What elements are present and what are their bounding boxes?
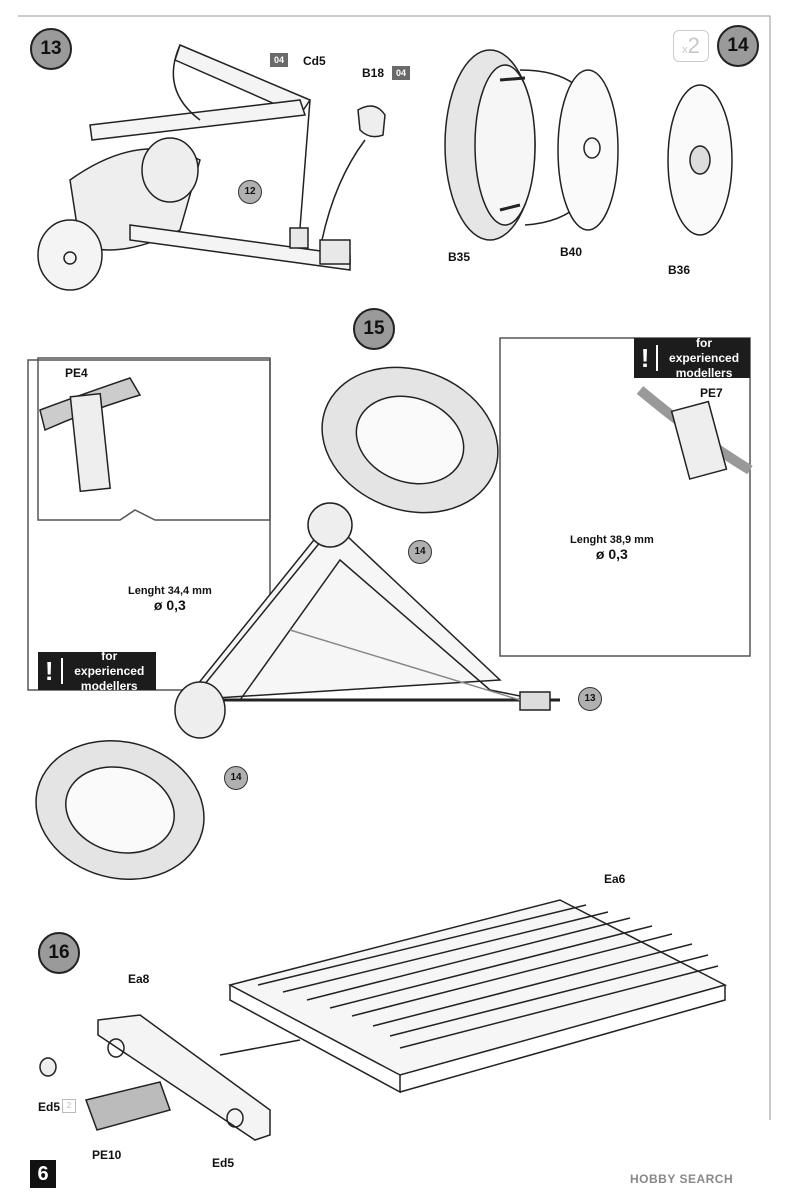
part-label-pe4: PE4 [65, 366, 88, 380]
wire-measurement: Lenght 38,9 mm ø 0,3 [570, 534, 654, 562]
ref-12-badge: 12 [238, 180, 262, 204]
part-label-ed5: Ed5 [38, 1100, 61, 1114]
part-label-b35: B35 [448, 250, 471, 264]
step15-chassis-drawing [35, 366, 560, 881]
part-label-pe7: PE7 [700, 386, 723, 400]
paint-tag: 04 [270, 53, 289, 67]
ref-13-badge: 13 [578, 687, 602, 711]
step-16-badge: 16 [38, 932, 80, 974]
part-label-b40: B40 [560, 245, 583, 259]
page-number: 6 [30, 1160, 56, 1188]
step14-wheel-drawing [444, 49, 733, 241]
step16-floor-drawing [39, 899, 728, 1141]
quantity-multiplier-small: 2 [62, 1099, 76, 1113]
part-label-cd5: Cd5 [303, 54, 326, 68]
step-13-badge: 13 [30, 28, 72, 70]
part-label-ea8: Ea8 [128, 972, 150, 986]
quantity-multiplier: x2 [673, 30, 709, 62]
ref-14-badge: 14 [224, 766, 248, 790]
part-label-ea6: Ea6 [604, 872, 626, 886]
step-14-badge: 14 [717, 25, 759, 67]
part-label-b36: B36 [668, 263, 691, 277]
paint-tag: 04 [392, 66, 411, 80]
step-15-badge: 15 [353, 308, 395, 350]
part-label-pe10: PE10 [92, 1148, 122, 1162]
ref-14-badge: 14 [408, 540, 432, 564]
part-label-ed5: Ed5 [212, 1156, 235, 1170]
step13-axle-drawing [37, 43, 386, 291]
watermark: HOBBY SEARCH [630, 1172, 734, 1186]
part-label-b18: B18 [362, 66, 385, 80]
wire-measurement: Lenght 34,4 mm ø 0,3 [128, 585, 212, 613]
